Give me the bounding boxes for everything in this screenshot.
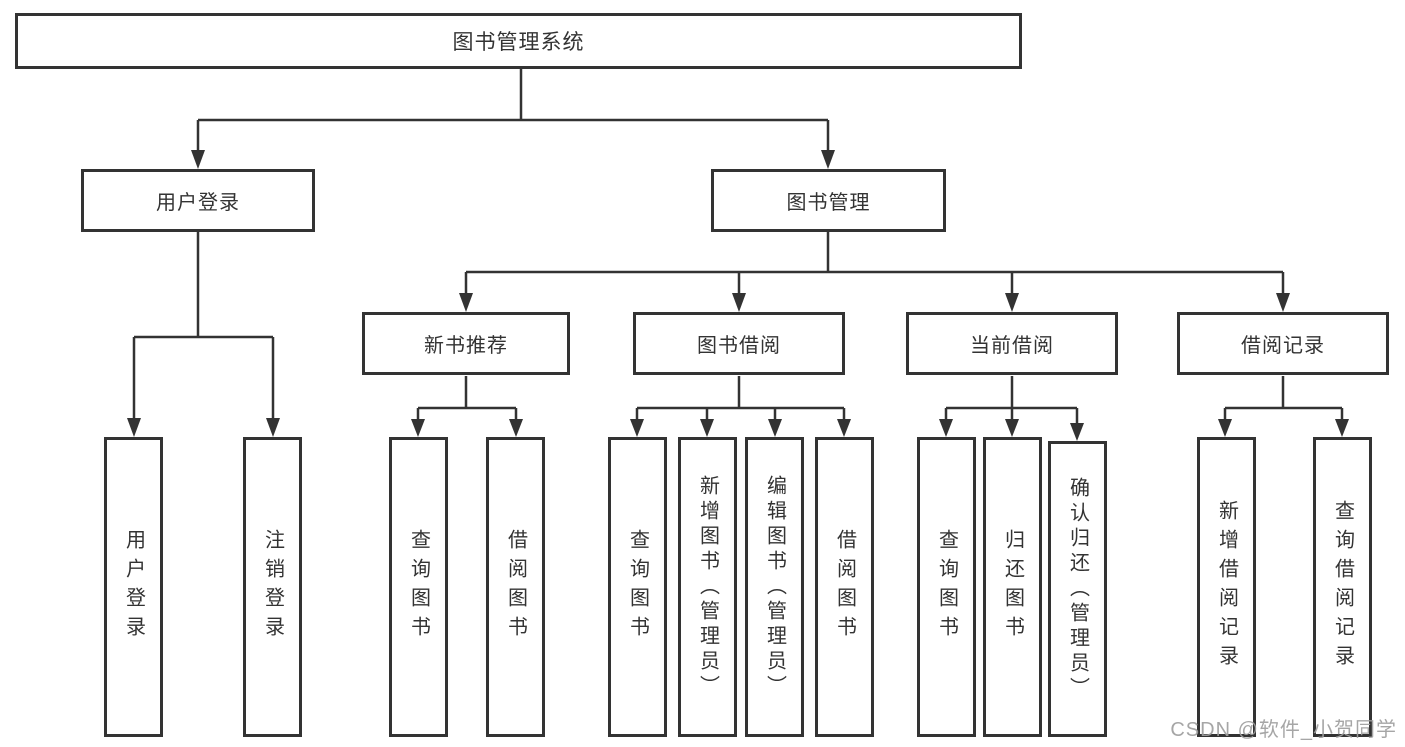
node-query-books-current: 查询图书 bbox=[917, 437, 976, 737]
arrowheads bbox=[127, 150, 1349, 441]
node-add-borrow-record: 新增借阅记录 bbox=[1197, 437, 1256, 737]
connector-root bbox=[196, 68, 830, 152]
node-borrow-records: 借阅记录 bbox=[1177, 312, 1389, 375]
node-query-books-borrow: 查询图书 bbox=[608, 437, 667, 737]
node-query-books-recommend: 查询图书 bbox=[389, 437, 448, 737]
node-book-management: 图书管理 bbox=[711, 169, 946, 232]
node-return-book: 归还图书 bbox=[983, 437, 1042, 737]
node-library-management-system: 图书管理系统 bbox=[15, 13, 1022, 69]
node-logout-action: 注销登录 bbox=[243, 437, 302, 737]
node-book-borrow: 图书借阅 bbox=[633, 312, 845, 375]
connector-borrow-records bbox=[1223, 376, 1344, 420]
node-borrow-books-recommend: 借阅图书 bbox=[486, 437, 545, 737]
connector-new-book-recommend bbox=[416, 376, 518, 420]
connector-book-borrow bbox=[635, 376, 846, 420]
node-add-book-admin: 新增图书（管理员） bbox=[678, 437, 737, 737]
node-query-borrow-record: 查询借阅记录 bbox=[1313, 437, 1372, 737]
node-current-borrow: 当前借阅 bbox=[906, 312, 1118, 375]
node-confirm-return-admin: 确认归还（管理员） bbox=[1048, 441, 1107, 737]
csdn-watermark: CSDN @软件_小贺同学 bbox=[1170, 719, 1397, 741]
node-new-book-recommend: 新书推荐 bbox=[362, 312, 570, 375]
node-user-login: 用户登录 bbox=[81, 169, 315, 232]
connector-book-management bbox=[464, 232, 1285, 295]
node-borrow-books-action: 借阅图书 bbox=[815, 437, 874, 737]
node-edit-book-admin: 编辑图书（管理员） bbox=[745, 437, 804, 737]
node-user-login-action: 用户登录 bbox=[104, 437, 163, 737]
connector-current-borrow bbox=[944, 376, 1079, 424]
connector-user-login bbox=[132, 232, 275, 420]
